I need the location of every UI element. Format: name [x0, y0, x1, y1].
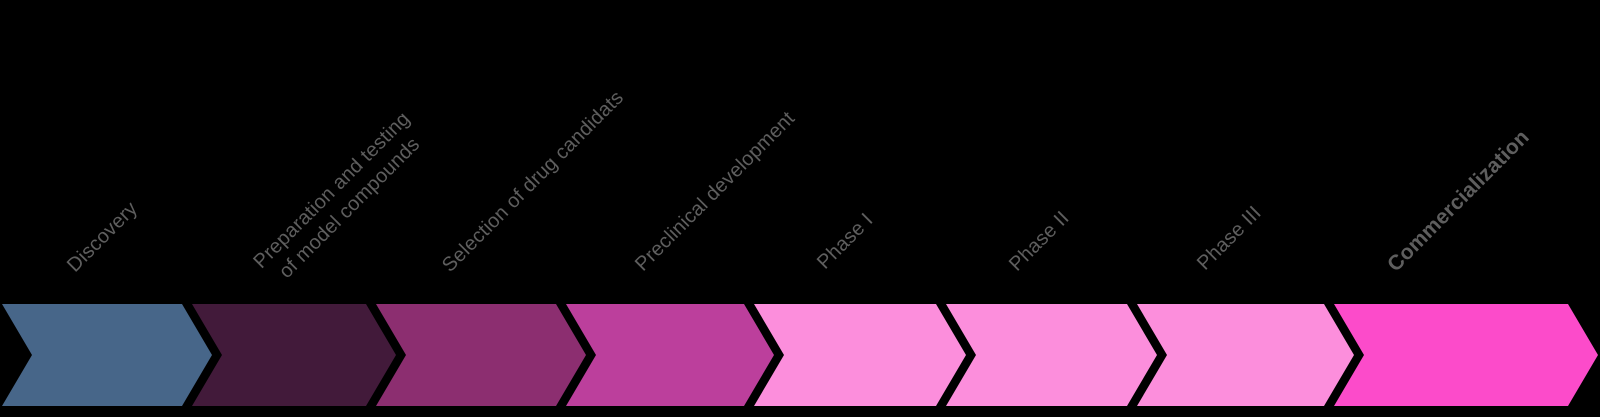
stage-label-8: Commercialization [1383, 125, 1534, 277]
stage-label-3: Selection of drug candidats [438, 86, 629, 277]
chevron-stage-6 [946, 304, 1157, 406]
chevron-stage-3 [376, 304, 586, 406]
stage-label-7: Phase III [1193, 201, 1266, 275]
chevron-stage-2 [192, 304, 396, 406]
chevron-stage-7 [1137, 304, 1354, 406]
chevron-stage-8 [1334, 304, 1598, 406]
stage-label-1: Discovery [63, 197, 142, 277]
stage-label-2: Preparation and testing of model compoun… [249, 107, 425, 283]
stage-label-6: Phase II [1005, 207, 1074, 276]
chevron-stage-1 [2, 304, 212, 406]
chevron-stage-4 [566, 304, 774, 406]
chevron-stage-5 [754, 304, 966, 406]
stage-label-4: Preclinical development [631, 107, 800, 276]
stage-label-5: Phase I [813, 209, 878, 274]
